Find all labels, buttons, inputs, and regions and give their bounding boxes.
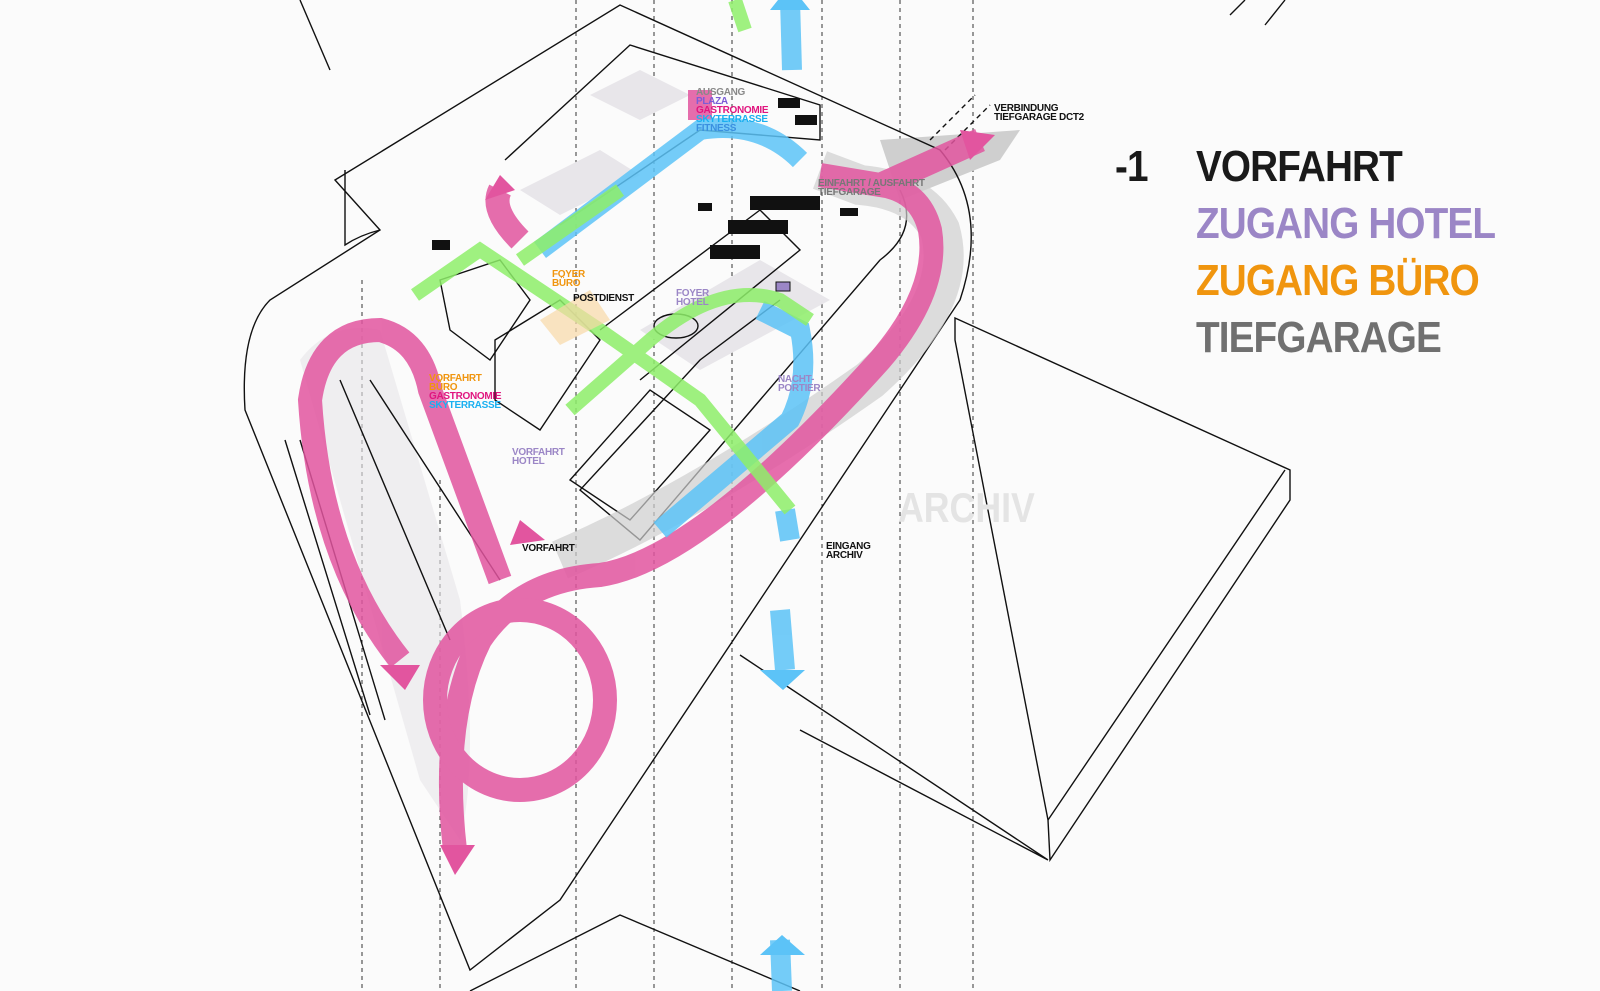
label-plaza: PLAZA xyxy=(696,96,728,107)
parking-bays xyxy=(432,98,858,292)
buero-routes xyxy=(411,0,814,515)
label-fitness: FITNESS xyxy=(696,123,737,134)
label-foyer-buero-2: BÜRO xyxy=(552,276,581,289)
label-eingang-archiv: EINGANG xyxy=(826,541,871,552)
label-einfahrt-2: TIEFGARAGE xyxy=(818,187,881,198)
vertical-guides xyxy=(361,0,974,991)
label-foyer-hotel: FOYER xyxy=(676,288,710,299)
legend-zugang-hotel: ZUGANG HOTEL xyxy=(1195,198,1496,248)
label-skyterrasse-left: SKYTERRASSE xyxy=(429,400,501,411)
diagram-labels: AUSGANG PLAZA GASTRONOMIE SKYTERRASSE FI… xyxy=(429,87,1085,561)
hotel-routes xyxy=(534,0,814,991)
legend-row-buero: ZUGANG BÜRO xyxy=(1115,252,1495,309)
legend-row-hotel: ZUGANG HOTEL xyxy=(1115,195,1496,252)
hotel-arrowheads xyxy=(760,0,810,955)
label-skyterrasse-top: SKYTERRASSE xyxy=(696,114,768,125)
label-vorfahrt-buero: VORFAHRT xyxy=(429,373,482,384)
legend-row-vorfahrt: -1 VORFAHRT xyxy=(1115,138,1495,195)
label-ausgang: AUSGANG xyxy=(696,87,746,98)
label-verbindung-2: TIEFGARAGE DCT2 xyxy=(994,112,1085,123)
label-postdienst: POSTDIENST xyxy=(573,293,634,304)
label-foyer-buero: FOYER xyxy=(552,269,586,280)
label-vorfahrt: VORFAHRT xyxy=(522,543,575,554)
vorfahrt-routes xyxy=(297,90,985,852)
legend-vorfahrt: VORFAHRT xyxy=(1195,141,1403,191)
legend-zugang-buero: ZUGANG BÜRO xyxy=(1195,255,1480,305)
label-einfahrt: EINFAHRT / AUSFAHRT xyxy=(818,178,925,189)
legend-row-tiefgarage: TIEFGARAGE xyxy=(1115,309,1495,366)
label-gastronomie-left: GASTRONOMIE xyxy=(429,391,502,402)
label-eingang-archiv-2: ARCHIV xyxy=(826,550,863,561)
label-vorfahrt-hotel-2: HOTEL xyxy=(512,456,545,467)
vorfahrt-arrowheads xyxy=(380,130,995,875)
label-nachtportier: NACHT- xyxy=(778,374,814,385)
level-indicator: -1 xyxy=(1115,141,1149,191)
label-vorfahrt-hotel: VORFAHRT xyxy=(512,447,565,458)
label-verbindung: VERBINDUNG xyxy=(994,103,1059,114)
foyer-buero-zone xyxy=(540,290,610,345)
label-gastronomie-top: GASTRONOMIE xyxy=(696,105,769,116)
legend: -1 VORFAHRT ZUGANG HOTEL ZUGANG BÜRO TIE… xyxy=(1115,138,1547,366)
label-archiv: ARCHIV xyxy=(898,485,1035,531)
label-foyer-hotel-2: HOTEL xyxy=(676,297,709,308)
legend-tiefgarage: TIEFGARAGE xyxy=(1195,312,1442,362)
label-nachtportier-2: PORTIER xyxy=(778,383,821,394)
label-vorfahrt-buero-2: BÜRO xyxy=(429,380,458,393)
